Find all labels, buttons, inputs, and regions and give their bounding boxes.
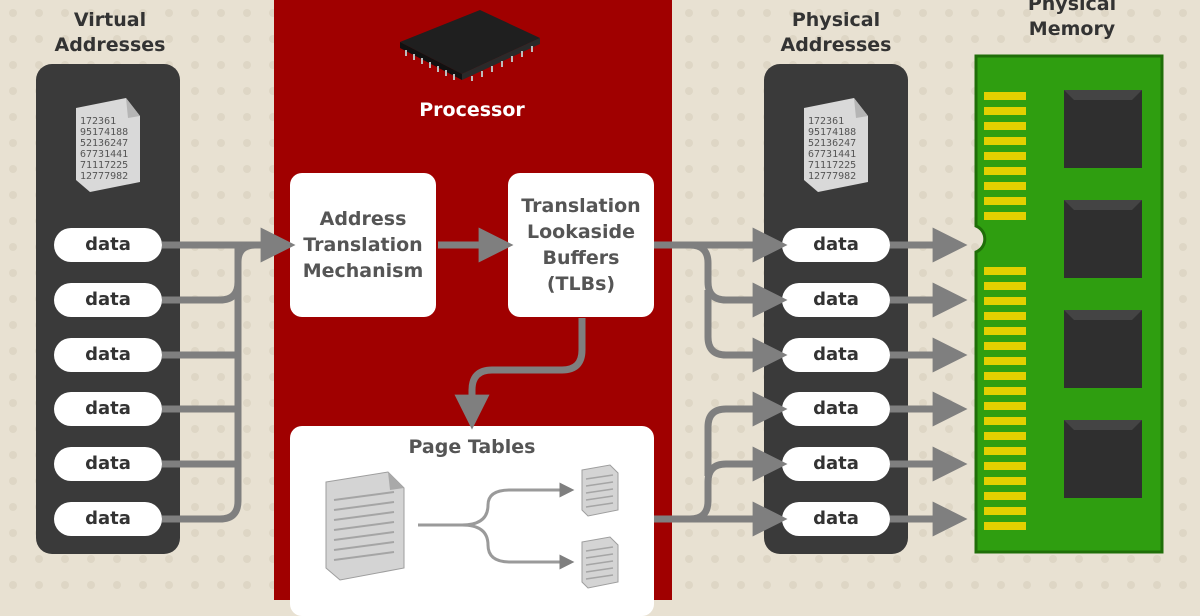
document-icon bbox=[581, 536, 619, 589]
memory-chip bbox=[1064, 420, 1142, 498]
memory-chip bbox=[1064, 90, 1142, 168]
box-line: Address bbox=[319, 208, 407, 230]
doc-number: 67731441 bbox=[808, 149, 856, 160]
document-icon bbox=[325, 471, 405, 581]
box-line: Translation bbox=[521, 195, 641, 217]
virtual-data-item: data bbox=[54, 392, 162, 426]
doc-number: 67731441 bbox=[80, 149, 128, 160]
virtual-data-item: data bbox=[54, 283, 162, 317]
virtual-data-item: data bbox=[54, 502, 162, 536]
memory-module-icon bbox=[974, 54, 1164, 554]
doc-number: 12777982 bbox=[808, 171, 856, 182]
memory-chip bbox=[1064, 200, 1142, 278]
virtual-data-item: data bbox=[54, 338, 162, 372]
box-line: Buffers bbox=[542, 247, 620, 269]
box-line: Translation bbox=[303, 234, 423, 256]
physical-data-item: data bbox=[782, 447, 890, 481]
box-line: (TLBs) bbox=[546, 273, 616, 295]
tlb-box: Translation Lookaside Buffers (TLBs) bbox=[508, 173, 654, 317]
doc-number: 95174188 bbox=[80, 127, 128, 138]
virtual-data-item: data bbox=[54, 228, 162, 262]
doc-number: 172361 bbox=[80, 116, 116, 127]
physical-data-item: data bbox=[782, 338, 890, 372]
virtual-data-item: data bbox=[54, 447, 162, 481]
cpu-chip-icon bbox=[400, 10, 540, 81]
doc-number: 172361 bbox=[808, 116, 844, 127]
physical-memory-label: Physical Memory bbox=[1027, 0, 1117, 40]
virtual-addresses-label: Virtual Addresses bbox=[54, 9, 166, 56]
physical-data-item: data bbox=[782, 392, 890, 426]
doc-number: 52136247 bbox=[80, 138, 128, 149]
processor-label: Processor bbox=[419, 99, 525, 121]
doc-number: 71117225 bbox=[808, 160, 856, 171]
physical-data-item: data bbox=[782, 283, 890, 317]
document-icon bbox=[581, 464, 619, 517]
address-translation-mechanism-box: Address Translation Mechanism bbox=[290, 173, 436, 317]
doc-number: 52136247 bbox=[808, 138, 856, 149]
physical-data-item: data bbox=[782, 502, 890, 536]
doc-number: 95174188 bbox=[808, 127, 856, 138]
memory-chip bbox=[1064, 310, 1142, 388]
doc-number: 71117225 bbox=[80, 160, 128, 171]
box-line: Lookaside bbox=[527, 221, 635, 243]
document-numbers-icon: 172361 95174188 52136247 67731441 711172… bbox=[76, 98, 140, 192]
page-tables-title: Page Tables bbox=[408, 436, 536, 458]
document-numbers-icon: 172361 95174188 52136247 67731441 711172… bbox=[804, 98, 868, 192]
physical-addresses-label: Physical Addresses bbox=[780, 9, 892, 56]
box-line: Mechanism bbox=[302, 260, 424, 282]
physical-data-item: data bbox=[782, 228, 890, 262]
doc-number: 12777982 bbox=[80, 171, 128, 182]
